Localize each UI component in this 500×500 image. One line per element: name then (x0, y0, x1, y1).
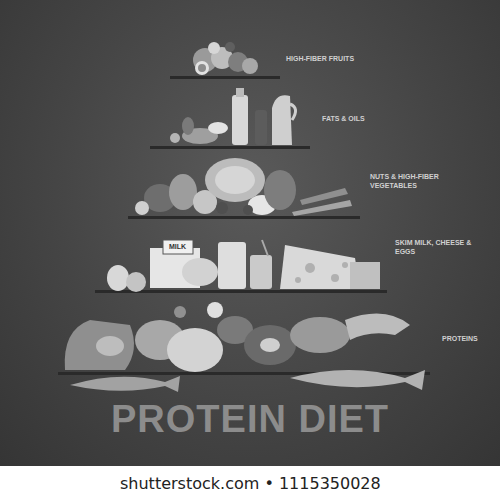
tier-label: SKIM MILK, CHEESE & EGGS (395, 238, 475, 256)
tier-label: PROTEINS (442, 334, 492, 343)
carton-label: MILK (169, 243, 186, 250)
diagram-title: PROTEIN DIET (111, 398, 389, 441)
tier-label: HIGH-FIBER FRUITS (286, 54, 376, 63)
tier-label: NUTS & HIGH-FIBER VEGETABLES (370, 172, 440, 190)
watermark: shutterstock.com • 1115350028 (120, 474, 381, 493)
tier-label: FATS & OILS (322, 114, 402, 123)
